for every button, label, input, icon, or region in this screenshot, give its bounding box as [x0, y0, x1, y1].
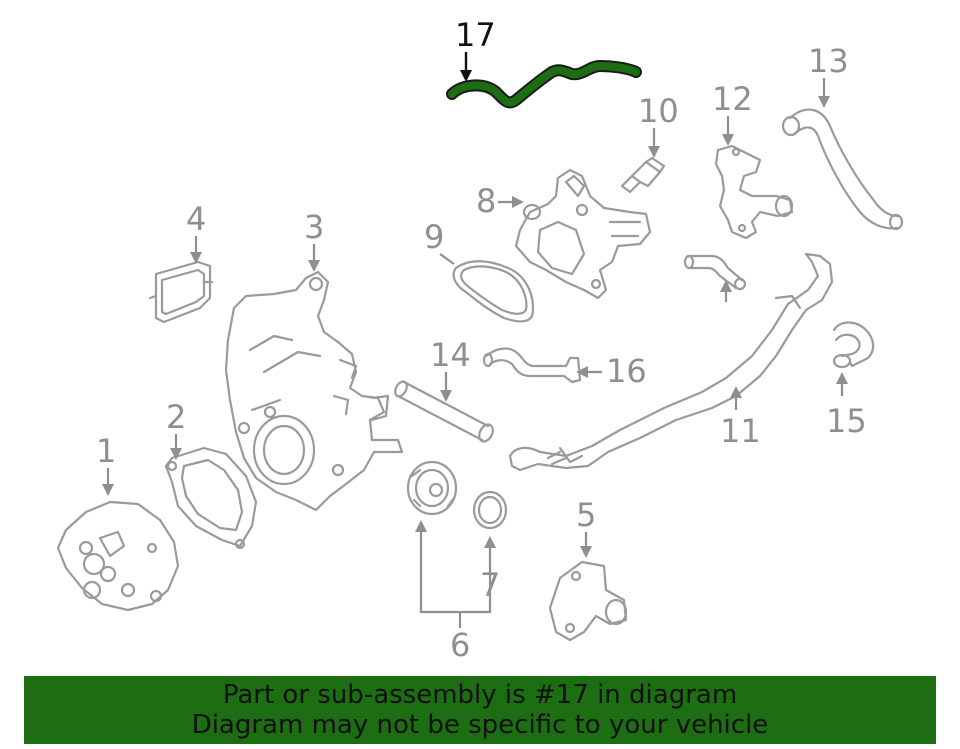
svg-text:9: 9: [424, 218, 444, 256]
part-15-hose[interactable]: [832, 321, 875, 369]
part-7-oring[interactable]: [472, 490, 508, 530]
svg-text:11: 11: [720, 412, 761, 450]
callout-14: 14: [430, 336, 471, 402]
svg-text:12: 12: [712, 80, 753, 118]
callout-6: 6: [415, 520, 492, 664]
svg-text:2: 2: [166, 398, 186, 436]
part-9-gasket[interactable]: [452, 260, 535, 323]
callout-9: 9: [424, 218, 455, 265]
callout-11: 11: [720, 386, 761, 450]
part-6-thermostat[interactable]: [406, 460, 458, 516]
callout-2: 2: [166, 398, 186, 460]
callout-17-label: 17: [455, 16, 496, 54]
parts-diagram: 17 10 12 13: [56, 16, 904, 664]
callout-16: 16: [576, 352, 647, 390]
part-17-hose[interactable]: [446, 60, 642, 109]
callout-12: 12: [712, 80, 753, 146]
callout-8: 8: [476, 182, 524, 220]
part-18-hose[interactable]: [683, 254, 747, 291]
part-12-outlet[interactable]: [714, 144, 794, 240]
part-3-pump-body[interactable]: [224, 270, 404, 512]
part-14-pipe[interactable]: [393, 380, 496, 444]
callout-4: 4: [186, 200, 206, 264]
callout-7: 7: [480, 536, 500, 604]
callout-17: 17: [455, 16, 496, 82]
part-1-pump[interactable]: [56, 500, 180, 612]
part-11-pipe[interactable]: [508, 252, 834, 472]
svg-text:6: 6: [450, 626, 470, 664]
callout-13: 13: [808, 42, 849, 108]
svg-text:3: 3: [304, 208, 324, 246]
callout-10: 10: [638, 92, 679, 158]
part-4-gasket[interactable]: [148, 260, 214, 324]
banner-line-1: Part or sub-assembly is #17 in diagram: [222, 680, 738, 710]
part-2-gasket[interactable]: [164, 446, 258, 550]
callout-3: 3: [304, 208, 324, 272]
svg-text:5: 5: [576, 496, 596, 534]
svg-text:1: 1: [96, 432, 116, 470]
part-13-hose[interactable]: [781, 108, 904, 231]
svg-text:16: 16: [606, 352, 647, 390]
svg-text:4: 4: [186, 200, 206, 238]
part-10-sensor[interactable]: [620, 156, 666, 194]
part-16-hose[interactable]: [482, 347, 582, 384]
callout-5: 5: [576, 496, 596, 558]
callout-18: [720, 280, 732, 302]
svg-text:13: 13: [808, 42, 849, 80]
svg-text:8: 8: [476, 182, 496, 220]
svg-text:7: 7: [480, 566, 500, 604]
svg-text:10: 10: [638, 92, 679, 130]
svg-text:14: 14: [430, 336, 471, 374]
banner-line-2: Diagram may not be specific to your vehi…: [191, 710, 769, 740]
notice-banner: Part or sub-assembly is #17 in diagram D…: [24, 676, 936, 744]
part-8-housing[interactable]: [514, 168, 652, 300]
callout-1: 1: [96, 432, 116, 496]
svg-text:15: 15: [826, 402, 867, 440]
callout-15: 15: [826, 372, 867, 440]
part-5-inlet[interactable]: [548, 560, 628, 642]
